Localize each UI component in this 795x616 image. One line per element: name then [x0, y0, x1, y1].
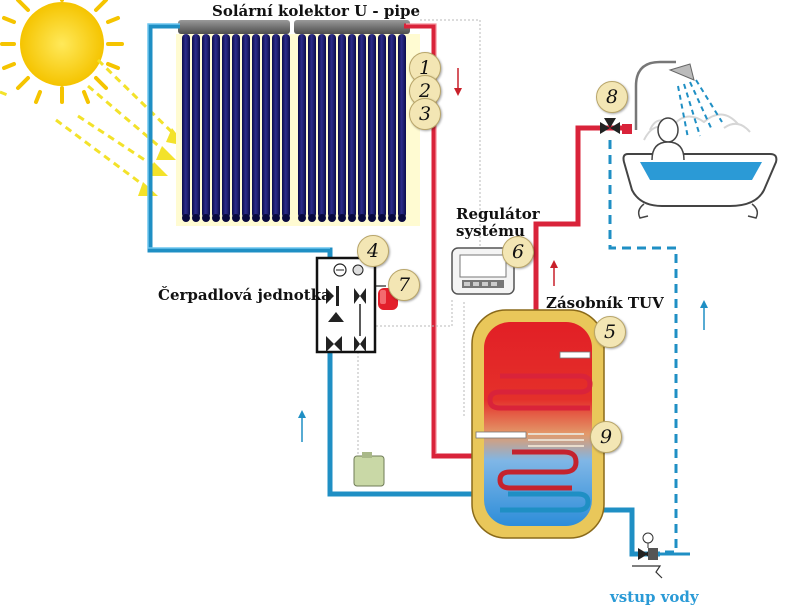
solar-collector [176, 20, 420, 226]
collector-tube [192, 34, 200, 218]
inlet-valve-group [632, 532, 690, 579]
collector-tube [262, 34, 270, 218]
marker-8: 8 [596, 81, 628, 113]
regulator-label-line2: systému [456, 222, 525, 240]
collector-tube-end [368, 214, 376, 222]
collector-tube [202, 34, 210, 218]
collector-tube-end [308, 214, 316, 222]
collector-tube [338, 34, 346, 218]
collector-tube-end [262, 214, 270, 222]
marker-7: 7 [388, 269, 420, 301]
collector-title: Solární kolektor U - pipe [212, 2, 421, 20]
tank-label: Zásobník TUV [546, 294, 664, 312]
regulator-label-line1: Regulátor [456, 205, 540, 223]
collector-tube-end [348, 214, 356, 222]
pump-unit-label: Čerpadlová jednotka [158, 286, 331, 304]
collector-tube [252, 34, 260, 218]
collector-tube-end [328, 214, 336, 222]
collector-tube-end [202, 214, 210, 222]
collector-tube [212, 34, 220, 218]
collector-tube-end [222, 214, 230, 222]
marker-9: 9 [590, 421, 622, 453]
collector-tube-end [192, 214, 200, 222]
pump-unit [315, 256, 377, 354]
collector-tube [348, 34, 356, 218]
sun-rays [0, 58, 180, 192]
sensor-wiring [357, 19, 481, 460]
collector-tube-end [338, 214, 346, 222]
collector-tube [368, 34, 376, 218]
marker-5: 5 [594, 316, 626, 348]
collector-tube-end [242, 214, 250, 222]
collector-tube [298, 34, 306, 218]
collector-tube [378, 34, 386, 218]
collector-tube [388, 34, 396, 218]
collector-tube-end [252, 214, 260, 222]
collector-tube [282, 34, 290, 218]
sun-icon [0, 0, 124, 104]
storage-tank [471, 309, 605, 539]
marker-4: 4 [357, 235, 389, 267]
collector-tube-end [212, 214, 220, 222]
collector-tube-end [318, 214, 326, 222]
collector-tube-end [298, 214, 306, 222]
marker-3: 3 [409, 98, 441, 130]
antifreeze-canister [353, 452, 385, 487]
cold-water-line [608, 140, 678, 554]
flow-arrows [298, 68, 708, 442]
collector-tube-end [388, 214, 396, 222]
collector-tube-end [358, 214, 366, 222]
collector-tube [222, 34, 230, 218]
collector-tube-end [272, 214, 280, 222]
collector-tube [328, 34, 336, 218]
collector-tube [308, 34, 316, 218]
system-controller [451, 247, 515, 295]
collector-tube-end [232, 214, 240, 222]
collector-tube [272, 34, 280, 218]
collector-tube [318, 34, 326, 218]
collector-tube-end [378, 214, 386, 222]
collector-tube [182, 34, 190, 218]
collector-tube [398, 34, 406, 218]
marker-6: 6 [502, 236, 534, 268]
collector-tube-end [398, 214, 406, 222]
collector-tube [232, 34, 240, 218]
mixing-valve-icon [600, 118, 632, 134]
bathtub [622, 60, 778, 219]
collector-tube-end [282, 214, 290, 222]
collector-tube-end [182, 214, 190, 222]
collector-tube [242, 34, 250, 218]
collector-tube [358, 34, 366, 218]
water-inlet-label: vstup vody [610, 588, 699, 606]
